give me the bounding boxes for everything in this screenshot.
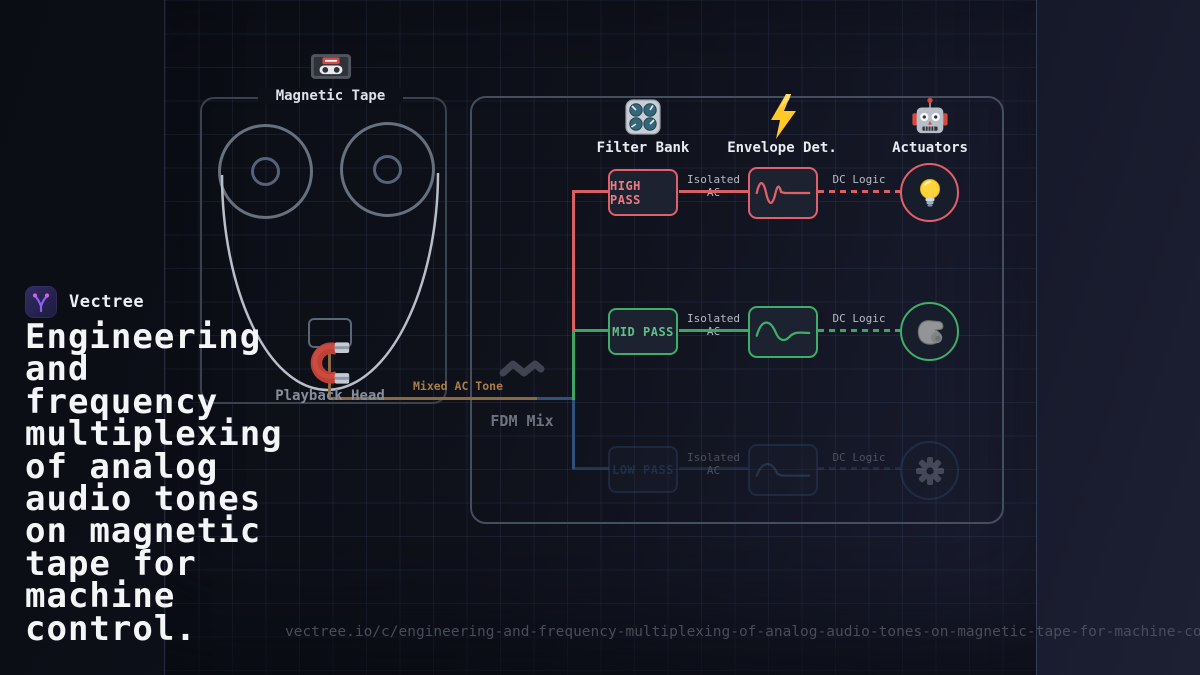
column-label-actuators: Actuators — [892, 140, 968, 156]
lightbulb-icon — [919, 178, 940, 206]
wave-squiggle-icon — [499, 360, 545, 377]
waveform-box-high-pass — [748, 167, 818, 219]
dc-logic-label: DC Logic — [832, 312, 886, 325]
footer-url: vectree.io/c/engineering-and-frequency-m… — [285, 624, 1200, 640]
column-label-envelope-det: Envelope Det. — [727, 140, 837, 156]
mixed-ac-label: Mixed AC Tone — [412, 379, 503, 393]
tape-ribbon-path — [220, 172, 440, 392]
high-pass-waveform — [755, 182, 811, 204]
ac-wire-high — [679, 190, 748, 193]
muscle-icon — [917, 319, 943, 345]
dc-logic-label: DC Logic — [832, 173, 886, 186]
isolated-ac-label: Isolated AC — [687, 312, 740, 338]
column-label-filter-bank: Filter Bank — [596, 140, 690, 156]
playback-head-label: Playback Head — [275, 388, 385, 404]
robot-icon — [912, 97, 948, 134]
trunk-wire-red-v — [572, 190, 575, 331]
isolated-ac-label: Isolated AC — [687, 173, 740, 199]
knobs-icon — [625, 99, 661, 135]
grid-stage — [164, 0, 1037, 675]
waveform-box-low-pass — [748, 444, 818, 496]
isolated-ac-label: Isolated AC — [687, 451, 740, 477]
mid-pass-waveform — [755, 321, 811, 342]
branch-wire-high — [572, 190, 609, 193]
vectree-logo-icon — [25, 286, 57, 318]
actuator-circle-high — [900, 163, 959, 222]
branch-wire-low — [572, 467, 609, 470]
cassette-icon — [310, 54, 352, 79]
fdm-mix-label: FDM Mix — [490, 412, 554, 430]
filter-box-low-pass: LOW PASS — [608, 446, 678, 493]
trunk-wire-blue-v — [572, 398, 575, 469]
dc-wire-mid — [818, 329, 900, 332]
mixed-ac-wire — [330, 397, 539, 400]
reel-hub — [251, 157, 280, 186]
dc-wire-low — [818, 467, 900, 470]
trunk-wire-blue-h — [537, 397, 575, 400]
reel-hub — [373, 155, 402, 184]
magnet-icon — [310, 342, 350, 384]
gear-icon — [915, 456, 944, 485]
processing-panel — [470, 96, 1004, 524]
tape-reel-left — [218, 124, 313, 219]
brand: Vectree — [25, 286, 144, 318]
page-title: Engineering and frequency multiplexing o… — [25, 317, 283, 649]
lightning-icon — [771, 94, 796, 139]
ac-wire-mid — [679, 329, 748, 332]
brand-name: Vectree — [69, 292, 145, 312]
waveform-box-mid-pass — [748, 306, 818, 358]
tape-reel-right — [340, 122, 435, 217]
low-pass-waveform — [755, 463, 811, 477]
actuator-circle-low — [900, 441, 959, 500]
filter-box-high-pass: HIGH PASS — [608, 169, 678, 216]
tape-unit-title: Magnetic Tape — [258, 88, 403, 104]
actuator-circle-mid — [900, 302, 959, 361]
dc-logic-label: DC Logic — [832, 451, 886, 464]
filter-box-mid-pass: MID PASS — [608, 308, 678, 355]
trunk-wire-green-v — [572, 329, 575, 400]
ac-wire-low — [679, 467, 748, 470]
branch-wire-mid — [572, 329, 609, 332]
dc-wire-high — [818, 190, 900, 193]
